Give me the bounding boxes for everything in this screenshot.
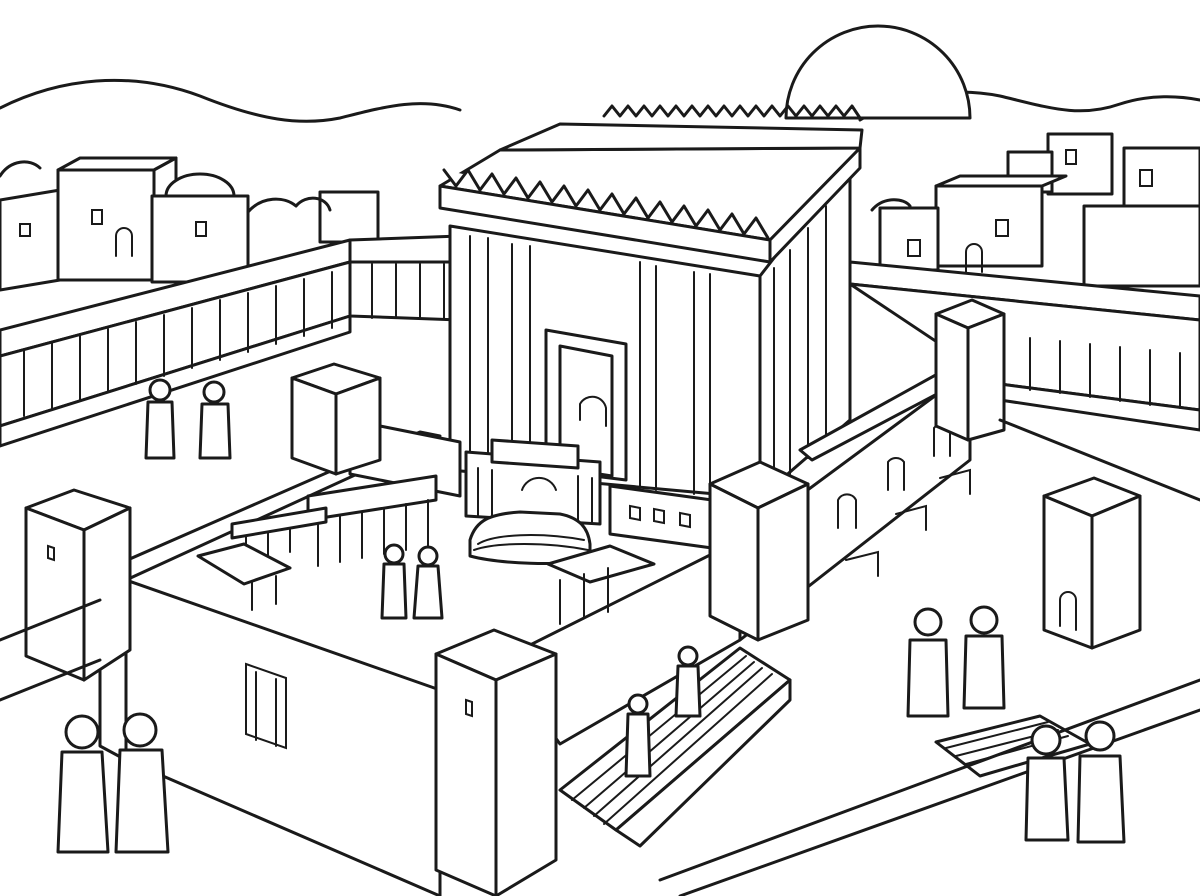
temple-icon: [438, 104, 864, 500]
city-right: [870, 132, 1200, 288]
tower-icon: [24, 298, 1142, 896]
person-icon: [56, 378, 1126, 854]
outer-colonnade-left: [0, 234, 462, 448]
inner-colonnades: [196, 474, 656, 625]
background-hills: [0, 78, 1200, 123]
temple-porch: [464, 438, 602, 526]
city-left: [0, 156, 380, 292]
staircase-icon: [468, 510, 592, 565]
right-staircase: [934, 714, 1092, 778]
sun-icon: [784, 24, 972, 120]
